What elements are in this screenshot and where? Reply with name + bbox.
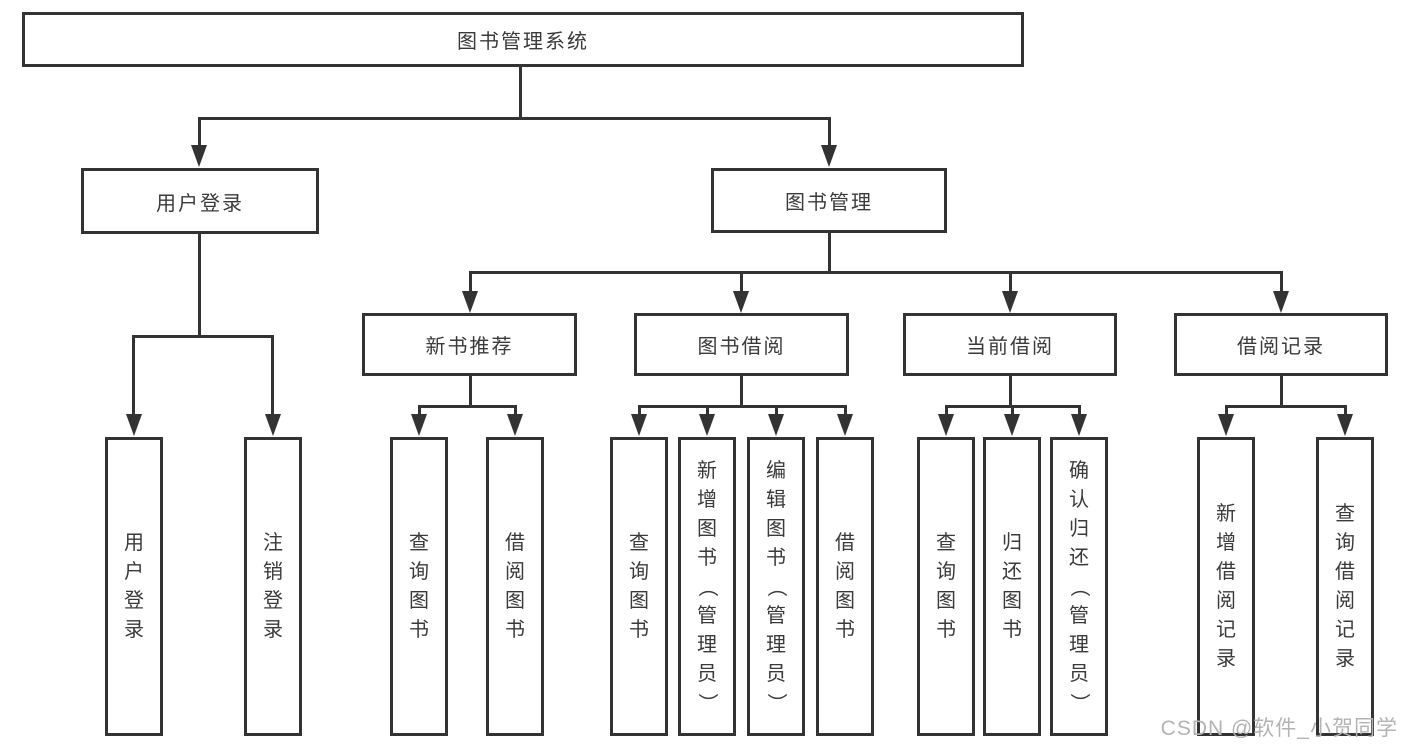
edge-records-cross (1225, 405, 1345, 408)
edge-to-book-management (828, 117, 831, 147)
arrowhead-current-c0 (938, 414, 954, 436)
leaf-current-return-books: 归还图书 (983, 437, 1041, 736)
leaf-logout-login: 注销登录 (244, 437, 302, 736)
edge-borrow-cross (638, 405, 846, 408)
leaf-borrow-add-books-admin: 新增图书（管理员） (678, 437, 736, 736)
arrowhead-borrow-c3 (837, 414, 853, 436)
arrowhead-current-c2 (1071, 414, 1087, 436)
arrowhead-borrow-records (1273, 291, 1289, 313)
edge-to-new-book-recommend (469, 271, 472, 293)
csdn-watermark: CSDN @软件_小贺同学 (1160, 717, 1398, 740)
edge-newrec-stem (469, 376, 472, 407)
arrowhead-user-login (191, 145, 207, 167)
edge-user-login-cross (132, 335, 274, 338)
arrowhead-borrow-c2 (768, 414, 784, 436)
node-new-book-recommend: 新书推荐 (362, 313, 577, 376)
edge-newrec-c0 (418, 405, 421, 417)
edge-borrow-c3 (844, 405, 847, 417)
node-library-system: 图书管理系统 (22, 12, 1024, 67)
leaf-borrow-query-books: 查询图书 (610, 437, 668, 736)
edge-root-cross (198, 117, 831, 120)
edge-root-stem (519, 67, 522, 119)
leaf-newrec-borrow-books: 借阅图书 (486, 437, 544, 736)
edge-records-stem (1280, 376, 1283, 407)
edge-user-login-stem (198, 234, 201, 338)
leaf-current-query-books: 查询图书 (917, 437, 975, 736)
node-book-borrow: 图书借阅 (634, 313, 849, 376)
edge-newrec-cross (418, 405, 517, 408)
leaf-user-login: 用户登录 (105, 437, 163, 736)
arrowhead-leaf-logout (265, 414, 281, 436)
edge-to-leaf-logout (271, 335, 274, 415)
edge-book-mgmt-stem (828, 233, 831, 274)
arrowhead-newrec-c0 (411, 414, 427, 436)
arrowhead-borrow-c0 (631, 414, 647, 436)
arrowhead-records-c0 (1218, 414, 1234, 436)
arrowhead-leaf-user-login (126, 414, 142, 436)
leaf-current-confirm-return-admin: 确认归还（管理员） (1050, 437, 1108, 736)
node-user-login: 用户登录 (81, 168, 319, 234)
edge-book-mgmt-cross (469, 271, 1283, 274)
edge-current-stem (1009, 376, 1012, 407)
edge-current-c1 (1011, 405, 1014, 417)
node-book-management: 图书管理 (711, 168, 947, 233)
node-borrow-records: 借阅记录 (1174, 313, 1388, 376)
edge-to-user-login (198, 117, 201, 147)
arrowhead-records-c1 (1337, 414, 1353, 436)
edge-to-leaf-user-login (132, 335, 135, 415)
edge-current-c2 (1078, 405, 1081, 417)
leaf-records-query-borrow-record: 查询借阅记录 (1316, 437, 1374, 736)
arrowhead-new-book-recommend (462, 291, 478, 313)
edge-borrow-c1 (706, 405, 709, 417)
edge-current-c0 (945, 405, 948, 417)
leaf-borrow-borrow-books: 借阅图书 (816, 437, 874, 736)
edge-borrow-stem (740, 376, 743, 407)
arrowhead-current-borrow (1002, 291, 1018, 313)
node-current-borrow: 当前借阅 (903, 313, 1117, 376)
arrowhead-borrow-c1 (699, 414, 715, 436)
edge-records-c1 (1344, 405, 1347, 417)
edge-newrec-c1 (514, 405, 517, 417)
leaf-records-add-borrow-record: 新增借阅记录 (1197, 437, 1255, 736)
edge-to-borrow-records (1280, 271, 1283, 293)
edge-records-c0 (1225, 405, 1228, 417)
arrowhead-book-management (821, 145, 837, 167)
edge-borrow-c0 (638, 405, 641, 417)
leaf-newrec-query-books: 查询图书 (390, 437, 448, 736)
edge-to-current-borrow (1009, 271, 1012, 293)
arrowhead-newrec-c1 (507, 414, 523, 436)
arrowhead-current-c1 (1004, 414, 1020, 436)
arrowhead-book-borrow (733, 291, 749, 313)
edge-to-book-borrow (740, 271, 743, 293)
leaf-borrow-edit-books-admin: 编辑图书（管理员） (747, 437, 805, 736)
edge-borrow-c2 (775, 405, 778, 417)
